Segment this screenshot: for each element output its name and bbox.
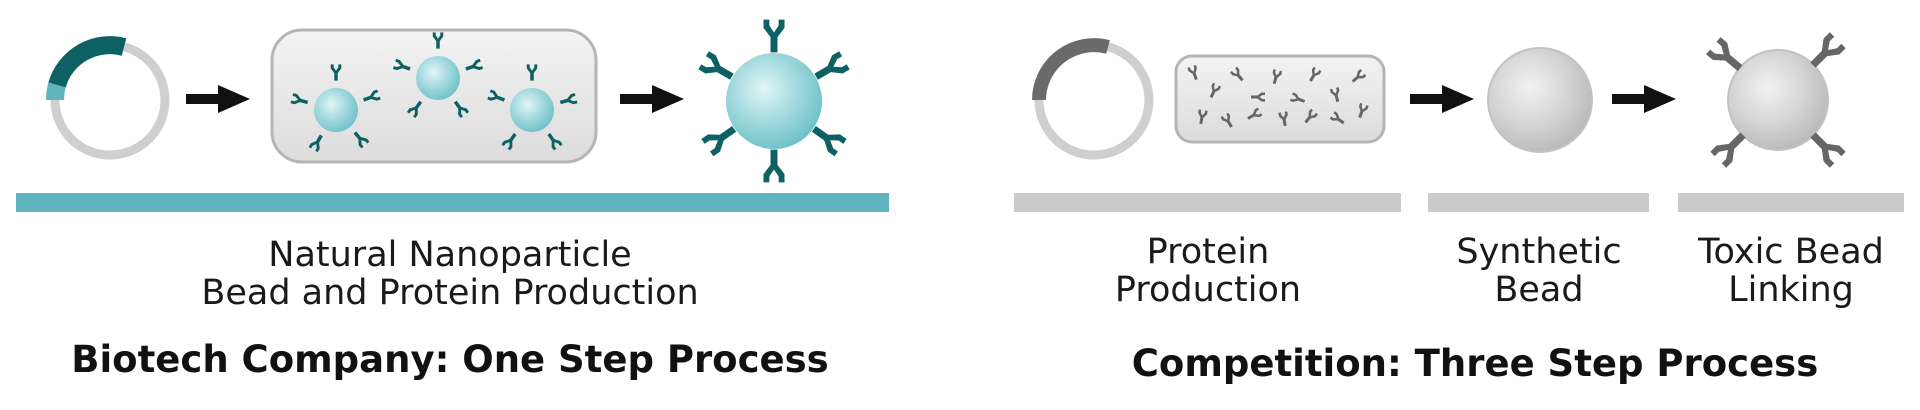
linked-bead-icon — [1706, 32, 1846, 168]
bead-linking-bar — [1678, 193, 1904, 212]
right-panel-heading: Competition: Three Step Process — [1131, 342, 1819, 385]
protein-box-icon — [1174, 54, 1386, 144]
synthetic-bead-bar — [1428, 193, 1649, 212]
step-caption-toxic-bead-linking: Toxic Bead Linking — [1698, 232, 1884, 310]
small-bead-icon — [487, 64, 578, 151]
step-caption-synthetic-bead: Synthetic Bead — [1456, 232, 1622, 310]
left-step-caption: Natural Nanoparticle Bead and Protein Pr… — [201, 235, 699, 313]
plasmid-icon — [1032, 38, 1154, 160]
arrow-right-icon — [620, 85, 684, 113]
left-panel-heading: Biotech Company: One Step Process — [71, 338, 829, 381]
functionalized-bead-icon — [698, 19, 850, 183]
arrow-right-icon — [1612, 85, 1676, 113]
small-bead-icon — [290, 64, 381, 153]
small-bead-icon — [392, 32, 484, 119]
nanoparticle-production-box-icon — [270, 28, 598, 164]
synthetic-bead-icon — [1487, 47, 1593, 153]
arrow-right-icon — [186, 85, 250, 113]
step-caption-protein-production: Protein Production — [1114, 232, 1302, 310]
protein-production-bar — [1014, 193, 1401, 212]
left-process-bar — [16, 193, 889, 212]
plasmid-icon — [46, 36, 170, 160]
arrow-right-icon — [1410, 85, 1474, 113]
